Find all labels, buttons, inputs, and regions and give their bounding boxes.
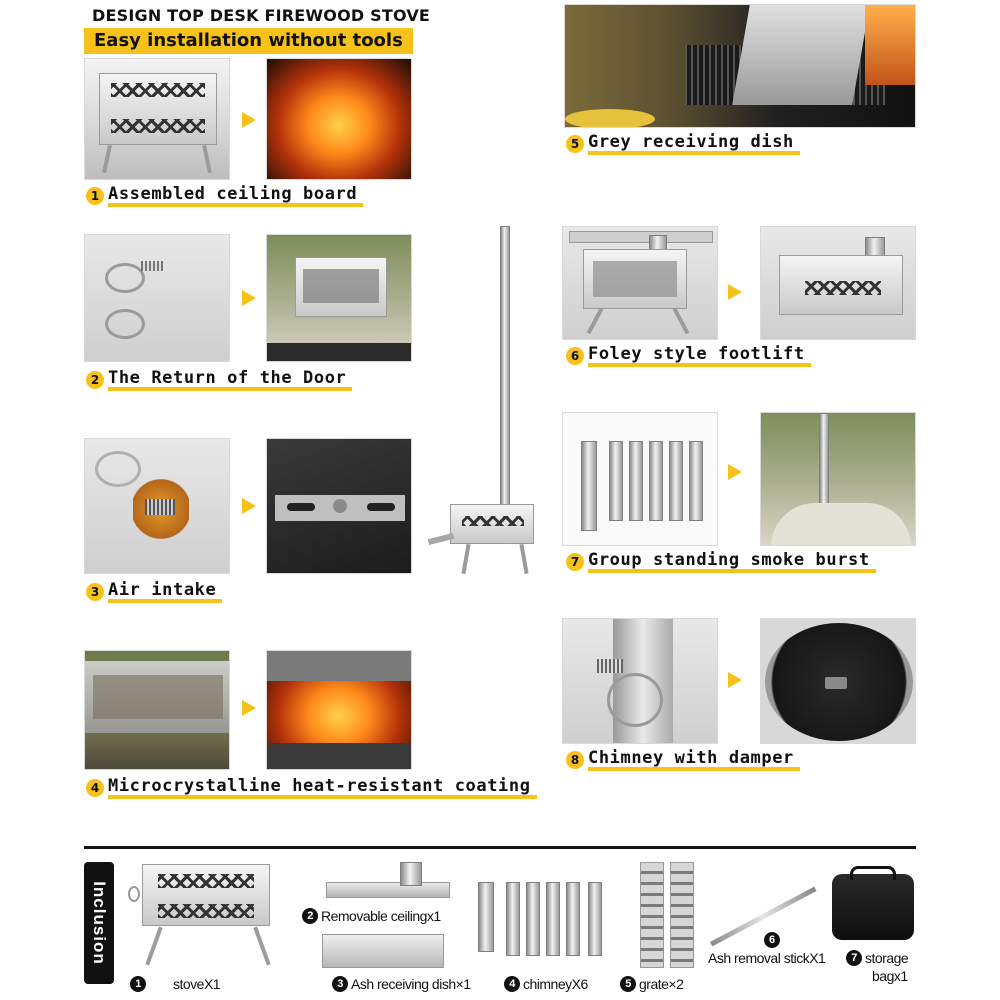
feature-label: Chimney with damper (588, 749, 800, 771)
feature-1-caption: 1 Assembled ceiling board (86, 184, 364, 208)
arrow-right-icon (728, 672, 742, 688)
inclusion-item-label: Ash receiving dish×1 (351, 976, 471, 992)
feature-8-caption: 8 Chimney with damper (566, 748, 800, 772)
feature-6-photo-folded-stove (760, 226, 916, 340)
feature-3-photo-air-intake (84, 438, 230, 574)
inclusion-item-label: bagx1 (872, 968, 908, 984)
inclusion-ash-dish-image (322, 934, 444, 968)
inclusion-item-1: 1 stoveX1 (130, 976, 221, 992)
inclusion-ceiling-image (326, 862, 450, 906)
feature-label: Grey receiving dish (588, 133, 800, 155)
feature-label: Foley style footlift (588, 345, 811, 367)
feature-5-caption: 5 Grey receiving dish (566, 132, 800, 156)
arrow-right-icon (242, 700, 256, 716)
feature-number-badge: 8 (566, 751, 584, 769)
feature-number-badge: 4 (86, 779, 104, 797)
feature-7-caption: 7 Group standing smoke burst (566, 550, 876, 574)
feature-4-caption: 4 Microcrystalline heat-resistant coatin… (86, 776, 537, 800)
feature-number-badge: 7 (566, 553, 584, 571)
inclusion-item-3: 3 Ash receiving dish×1 (332, 976, 471, 992)
feature-7-photo-tent-chimney (760, 412, 916, 546)
feature-2-caption: 2 The Return of the Door (86, 368, 353, 392)
page-title: DESIGN TOP DESK FIREWOOD STOVE (92, 6, 431, 25)
inclusion-number-badge: 7 (846, 950, 862, 966)
inclusion-item-6-badge-wrap: 6 (764, 930, 783, 948)
feature-number-badge: 1 (86, 187, 104, 205)
inclusion-item-label: stoveX1 (173, 976, 221, 992)
feature-7-photo-chimney-segments (562, 412, 718, 546)
inclusion-item-2: 2 Removable ceilingx1 (302, 908, 441, 924)
arrow-right-icon (242, 112, 256, 128)
feature-4-photo-glass-window (84, 650, 230, 770)
feature-label: Air intake (108, 581, 223, 603)
feature-2-photo-stove-in-tent (266, 234, 412, 362)
feature-number-badge: 2 (86, 371, 104, 389)
inclusion-number-badge: 4 (504, 976, 520, 992)
feature-1-photo-stove (84, 58, 230, 180)
feature-label: Assembled ceiling board (108, 185, 364, 207)
feature-number-badge: 6 (566, 347, 584, 365)
inclusion-item-label: Ash removal stickX1 (708, 950, 826, 966)
center-stove-with-chimney-image (427, 226, 544, 582)
inclusion-item-label: grate×2 (639, 976, 684, 992)
inclusion-item-label: chimneyX6 (523, 976, 588, 992)
feature-label: Group standing smoke burst (588, 551, 876, 573)
inclusion-item-6: Ash removal stickX1 (708, 950, 826, 966)
feature-4-photo-fire-window (266, 650, 412, 770)
feature-3-photo-vent-slots (266, 438, 412, 574)
inclusion-grate-image (640, 862, 696, 970)
inclusion-item-label: Removable ceilingx1 (321, 908, 441, 924)
inclusion-number-badge: 6 (764, 932, 780, 948)
feature-2-photo-door-latch (84, 234, 230, 362)
feature-3-caption: 3 Air intake (86, 580, 223, 604)
inclusion-item-5: 5 grate×2 (620, 976, 684, 992)
feature-1-photo-fire (266, 58, 412, 180)
feature-label: Microcrystalline heat-resistant coating (108, 777, 537, 799)
inclusion-stove-image (128, 864, 284, 970)
inclusion-item-label: storage (865, 950, 909, 966)
arrow-right-icon (242, 290, 256, 306)
feature-5-photo-receiving-dish (564, 4, 916, 128)
feature-number-badge: 5 (566, 135, 584, 153)
inclusion-storage-bag-image (832, 866, 914, 940)
inclusion-heading: Inclusion (90, 881, 109, 965)
feature-label: The Return of the Door (108, 369, 353, 391)
inclusion-heading-tab: Inclusion (84, 862, 114, 984)
feature-6-caption: 6 Foley style footlift (566, 344, 811, 368)
inclusion-chimney-image (474, 878, 610, 960)
page-subtitle-banner: Easy installation without tools (84, 28, 413, 54)
feature-6-photo-stove-footlift (562, 226, 718, 340)
feature-8-photo-chimney-top (760, 618, 916, 744)
inclusion-item-7-continued: bagx1 (872, 968, 908, 984)
inclusion-number-badge: 5 (620, 976, 636, 992)
section-divider (84, 846, 916, 849)
inclusion-item-7: 7 storage (846, 950, 909, 966)
arrow-right-icon (728, 284, 742, 300)
feature-number-badge: 3 (86, 583, 104, 601)
inclusion-number-badge: 1 (130, 976, 146, 992)
feature-8-photo-damper-handle (562, 618, 718, 744)
inclusion-item-4: 4 chimneyX6 (504, 976, 588, 992)
inclusion-number-badge: 3 (332, 976, 348, 992)
inclusion-number-badge: 2 (302, 908, 318, 924)
arrow-right-icon (728, 464, 742, 480)
arrow-right-icon (242, 498, 256, 514)
